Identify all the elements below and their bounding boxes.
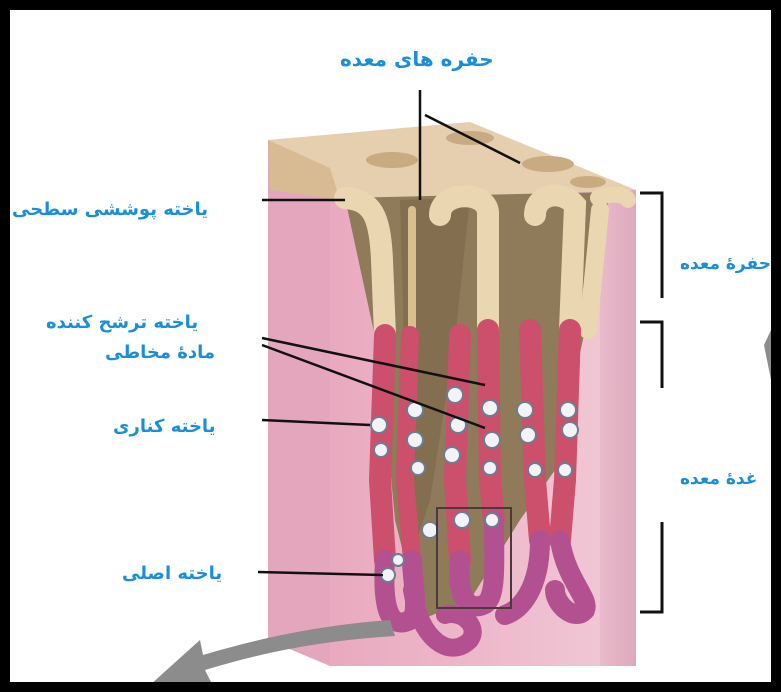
block-front-face — [268, 140, 330, 666]
brackets — [640, 193, 662, 612]
cell — [517, 402, 533, 418]
label-surface-epithelium: یاخته پوششی سطحی — [12, 200, 208, 221]
bracket-gastric-gland — [640, 522, 662, 612]
block-right-face — [600, 190, 636, 666]
cell — [447, 387, 463, 403]
cell — [371, 417, 387, 433]
cell — [484, 432, 500, 448]
cell — [392, 554, 404, 566]
pit-opening — [522, 156, 574, 172]
cell — [374, 443, 388, 457]
cell — [562, 422, 578, 438]
cell — [485, 513, 499, 527]
label-gastric-pit-bracket: حفرهٔ معده — [680, 255, 771, 275]
cell — [381, 568, 395, 582]
cell — [560, 402, 576, 418]
label-gastric-gland-bracket: غدهٔ معده — [680, 470, 757, 490]
epithelium-column — [588, 210, 600, 330]
bracket-gastric-pit — [640, 193, 662, 298]
cell — [482, 400, 498, 416]
cell — [422, 522, 438, 538]
label-mucus-cell-line2: مادهٔ مخاطی — [105, 343, 215, 364]
label-parietal-cell: یاخته کناری — [113, 417, 215, 438]
diagram-frame: حفره های معده یاخته پوششی سطحی یاخته ترش… — [10, 10, 771, 682]
label-gastric-pits: حفره های معده — [340, 48, 494, 71]
cell — [444, 447, 460, 463]
label-chief-cell: یاخته اصلی — [122, 564, 222, 585]
arrow-right-edge — [764, 330, 771, 380]
gland-tube — [488, 330, 494, 520]
bracket-gastric-gland — [640, 322, 662, 388]
cell — [407, 432, 423, 448]
label-mucus-cell-line1: یاخته ترشح کننده — [46, 313, 198, 334]
epithelium-column — [598, 195, 628, 200]
cell — [558, 463, 572, 477]
cell — [483, 461, 497, 475]
pit-opening — [570, 176, 606, 188]
cell — [454, 512, 470, 528]
cell — [411, 461, 425, 475]
cell — [520, 427, 536, 443]
cell — [528, 463, 542, 477]
pit-opening — [366, 152, 418, 168]
